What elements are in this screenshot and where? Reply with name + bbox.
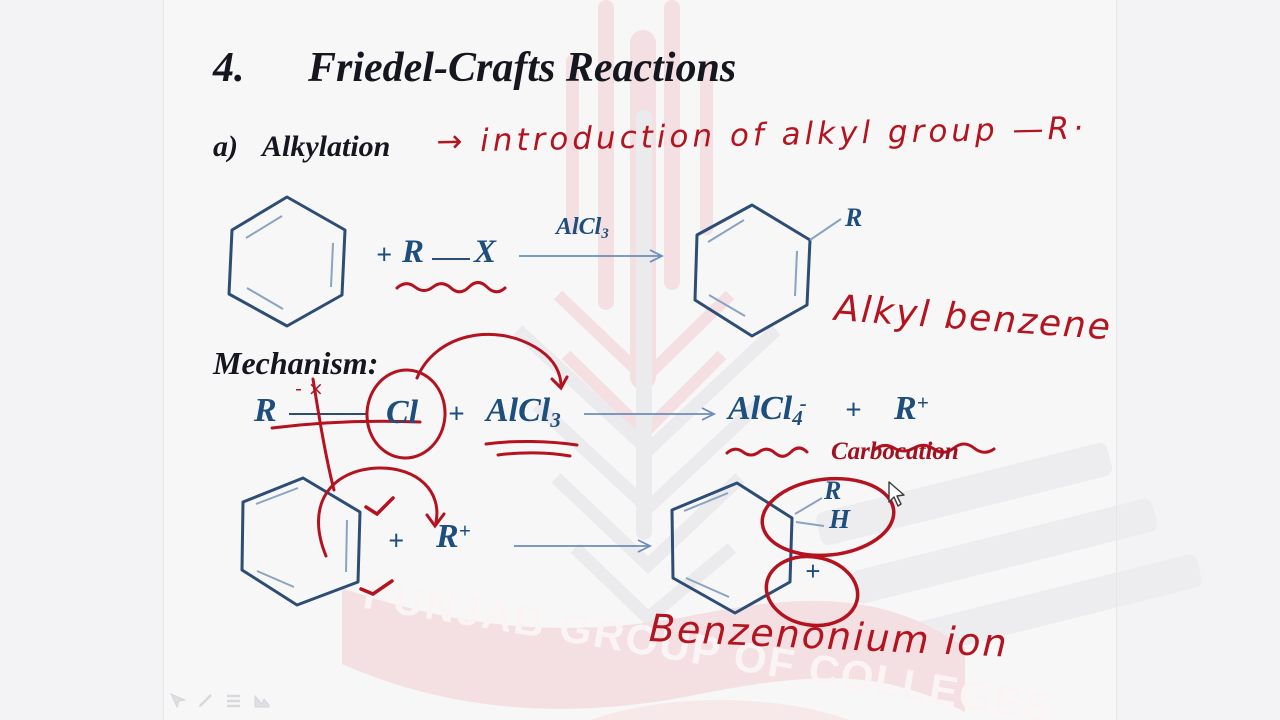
mech-r-superscript: +	[916, 390, 929, 415]
mech-r-base: R	[894, 390, 917, 427]
pen-tool-icon[interactable]	[196, 692, 216, 710]
ring-substituent-r: R	[824, 476, 842, 505]
mech-alcl4: AlCl4-	[728, 390, 807, 431]
cursor-tool-icon[interactable]	[168, 692, 188, 710]
logo-gray-bands	[816, 442, 1202, 662]
bond-cross-diagonal	[311, 377, 336, 492]
handwritten-bond-break-mark: - ×	[295, 378, 324, 400]
circle-around-cl	[365, 368, 447, 460]
alcl4-subscript: 4	[792, 405, 803, 430]
arrow-tool-icon[interactable]	[252, 692, 272, 710]
reaction-arrow-3	[514, 539, 653, 553]
mech-cl: Cl	[386, 394, 419, 431]
catalyst-label: AlCl3	[556, 214, 609, 243]
catalyst-base: AlCl	[556, 214, 602, 240]
ring-positive-charge: +	[805, 556, 821, 586]
reactant-x: X	[474, 234, 497, 270]
alcl4-base: AlCl	[728, 390, 793, 427]
mech-r: R	[254, 392, 277, 429]
title-number: 4.	[213, 45, 245, 91]
check-mark-1	[364, 496, 395, 517]
mech-plus-1: +	[448, 398, 465, 430]
step2-r-base: R	[436, 518, 459, 555]
curved-arrow-cl-to-alcl3	[415, 332, 563, 386]
benzenonium-ring	[670, 481, 825, 615]
lines-tool-icon[interactable]	[224, 692, 244, 710]
squiggle-under-alcl4	[725, 446, 809, 458]
mech-carbocation-r: R+	[894, 390, 929, 428]
product-substituent: R	[845, 203, 863, 232]
step2-r-cation: R+	[436, 518, 471, 556]
catalyst-subscript: 3	[601, 226, 609, 243]
slide-right-edge	[1116, 0, 1117, 720]
reaction-arrow-1	[519, 249, 665, 263]
circle-around-rh	[760, 476, 896, 558]
step2-plus: +	[388, 526, 404, 557]
logo-ribbon	[342, 588, 965, 712]
alcl4-superscript: -	[799, 390, 807, 415]
curved-arrowhead-2	[425, 512, 446, 529]
reactant-r: R	[402, 234, 425, 270]
step2-r-superscript: +	[458, 518, 471, 543]
section-label: a)	[213, 130, 238, 163]
page-title: Friedel-Crafts Reactions	[308, 45, 737, 91]
mech-plus-2: +	[845, 394, 862, 426]
logo-gray-sheaf	[513, 110, 781, 627]
carbocation-label: Carbocation	[831, 438, 959, 465]
benzene-ring-product	[693, 203, 842, 338]
check-mark-2	[359, 579, 394, 596]
logo-dome	[590, 700, 850, 720]
circle-around-charge	[764, 554, 860, 628]
mech-alcl3: AlCl3	[486, 392, 561, 433]
slide-left-edge	[163, 0, 164, 720]
section-name: Alkylation	[262, 130, 391, 163]
bond-cross-horizontal	[270, 419, 422, 430]
ring-hydrogen: H	[829, 504, 851, 534]
alcl3-subscript: 3	[550, 407, 561, 432]
benzene-ring-step2	[240, 476, 362, 607]
curved-arrowhead-1	[550, 375, 569, 391]
reaction1-plus: +	[376, 240, 392, 271]
alcl3-base: AlCl	[486, 392, 551, 429]
wavy-underline-rx	[395, 281, 507, 294]
mechanism-heading: Mechanism:	[213, 345, 379, 381]
benzene-ring-reactant	[227, 195, 347, 328]
alcl3-underline-2	[496, 451, 572, 458]
alcl3-underline-1	[484, 439, 579, 447]
mouse-cursor	[888, 481, 905, 507]
red-pen-annotations	[270, 281, 996, 628]
curved-arrow-ring-to-r	[317, 466, 439, 558]
reaction-arrow-2	[584, 407, 717, 421]
squiggle-over-carbocation	[872, 442, 996, 454]
